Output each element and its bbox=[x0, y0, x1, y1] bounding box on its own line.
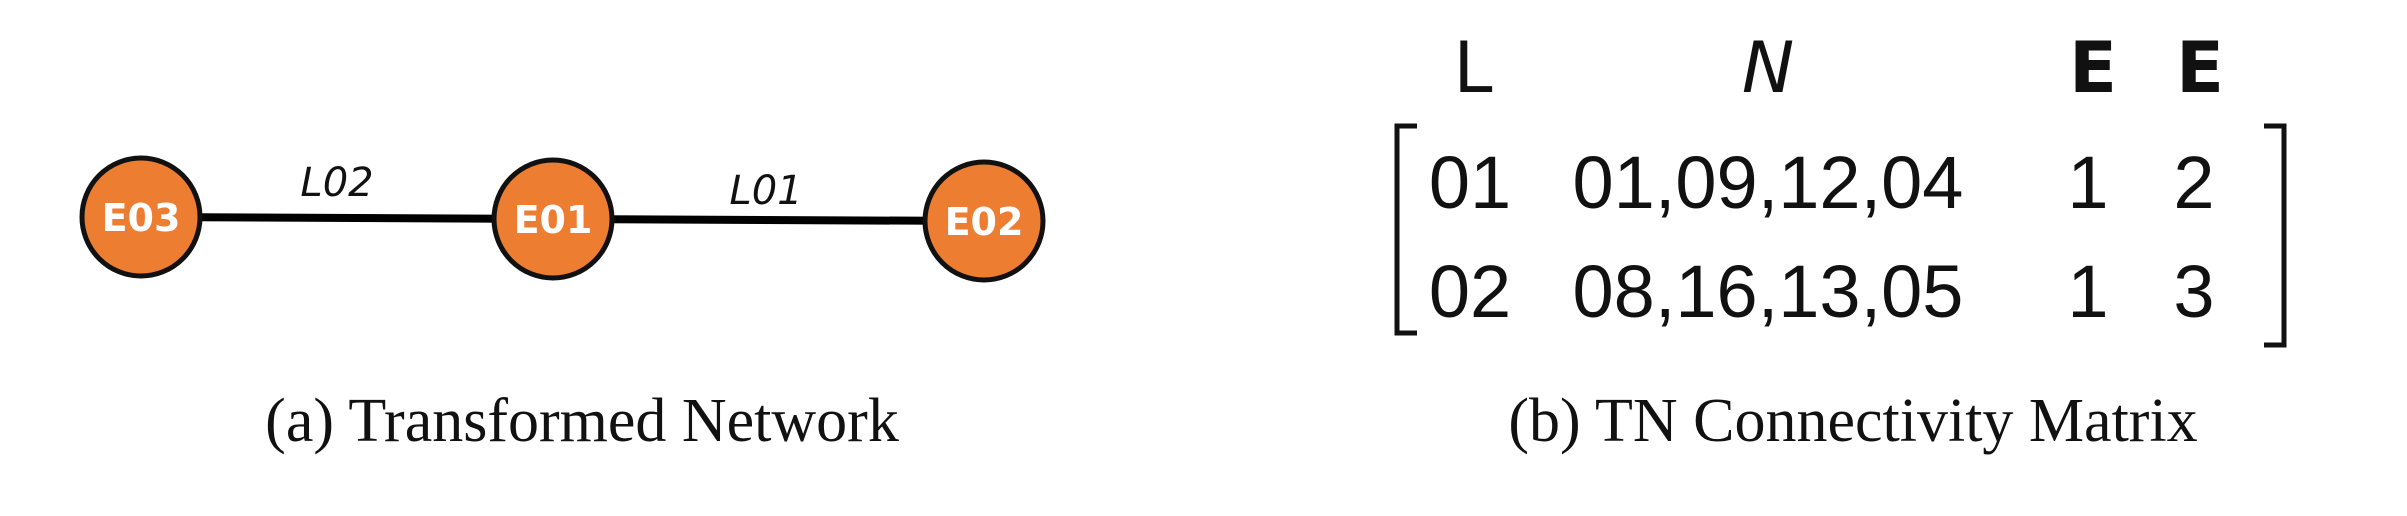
caption-a: (a) Transformed Network bbox=[265, 387, 899, 455]
cell-r1-n: 01,09,12,04 bbox=[1573, 141, 1964, 224]
edge-l01 bbox=[552, 215, 985, 225]
node-label-e02: E02 bbox=[945, 200, 1024, 244]
cell-r1-e1: 1 bbox=[2067, 141, 2108, 224]
cell-r2-n: 08,16,13,05 bbox=[1573, 250, 1964, 333]
cell-r1-e2: 2 bbox=[2173, 141, 2214, 224]
matrix-header-e2: E bbox=[2176, 27, 2224, 109]
cell-r2-l: 02 bbox=[1429, 250, 1511, 333]
matrix-header-l: L bbox=[1454, 27, 1493, 109]
matrix-header-e1: E bbox=[2069, 27, 2117, 109]
node-e01: E01 bbox=[491, 157, 615, 281]
right-bracket bbox=[2264, 123, 2287, 348]
cell-r2-e2: 3 bbox=[2173, 250, 2214, 333]
edge-label-l02: L02 bbox=[300, 160, 373, 206]
cell-r2-e1: 1 bbox=[2067, 250, 2108, 333]
node-label-e03: E03 bbox=[102, 196, 181, 240]
node-e02: E02 bbox=[922, 159, 1046, 283]
edge-l02 bbox=[140, 213, 554, 223]
connectivity-matrix: L N E E 01 01,09,12,04 1 2 02 08,16,13,0… bbox=[1394, 27, 2287, 455]
node-e03: E03 bbox=[79, 155, 203, 279]
caption-b: (b) TN Connectivity Matrix bbox=[1508, 387, 2197, 455]
cell-r1-l: 01 bbox=[1429, 141, 1511, 224]
matrix-header-n: N bbox=[1742, 27, 1794, 109]
edge-label-l01: L01 bbox=[729, 168, 802, 214]
transformed-network: L02 L01 E03 E01 E02 (a) Transformed Netw… bbox=[79, 155, 1046, 455]
node-label-e01: E01 bbox=[514, 198, 593, 242]
left-bracket bbox=[1394, 123, 1417, 336]
